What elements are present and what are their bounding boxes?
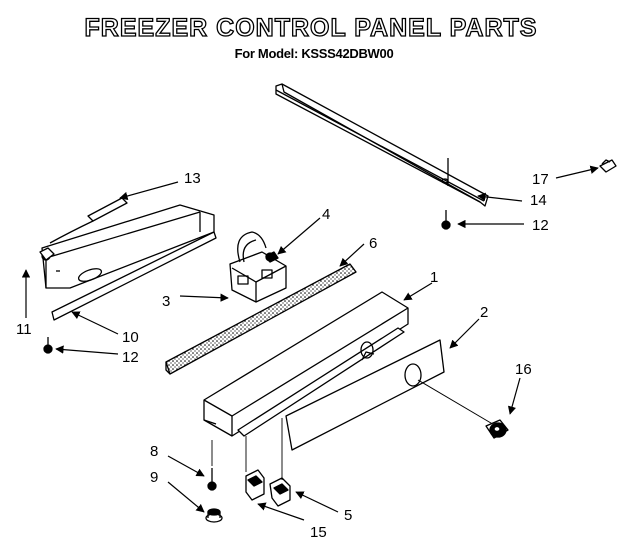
- callout-14: 14: [530, 192, 547, 209]
- part-14-bracket: [275, 83, 489, 207]
- diagram-title: FREEZER CONTROL PANEL PARTS: [84, 13, 538, 42]
- callout-3: 3: [162, 293, 170, 310]
- callout-17: 17: [532, 171, 549, 188]
- callout-leaders: [21, 165, 599, 521]
- callout-2: 2: [480, 304, 488, 321]
- part-3-thermostat: [229, 231, 287, 303]
- callout-12-right: 12: [532, 217, 549, 234]
- callout-16: 16: [515, 361, 532, 378]
- part-10-bracket: [39, 204, 217, 321]
- callout-6: 6: [369, 235, 377, 252]
- model-subtitle: For Model: KSSS42DBW00: [234, 46, 394, 61]
- part-9-foot: [205, 508, 223, 523]
- part-12-screw-left: [43, 337, 53, 354]
- part-16-knob: [485, 419, 509, 439]
- callout-11: 11: [16, 321, 32, 338]
- callout-4: 4: [322, 206, 330, 223]
- callout-10: 10: [122, 329, 139, 346]
- part-17-clip: [599, 159, 617, 173]
- callout-labels: 1 2 3 4 5 6 8 9 10 11 12 12 13 14 15 16 …: [16, 170, 549, 541]
- part-2-overlay: [285, 339, 445, 451]
- part-15-buttons: [245, 418, 291, 507]
- part-12-screw-right: [441, 210, 451, 230]
- callout-1: 1: [430, 269, 438, 286]
- callout-15: 15: [310, 524, 327, 541]
- callout-9: 9: [150, 469, 158, 486]
- part-8-screw: [207, 440, 217, 491]
- callout-12-left: 12: [122, 349, 139, 366]
- callout-8: 8: [150, 443, 158, 460]
- callout-5: 5: [344, 507, 352, 524]
- part-13-capillary: [49, 197, 128, 244]
- part-6-seal-strip: [165, 263, 357, 375]
- part-4-screw: [265, 251, 279, 263]
- callout-13: 13: [184, 170, 201, 187]
